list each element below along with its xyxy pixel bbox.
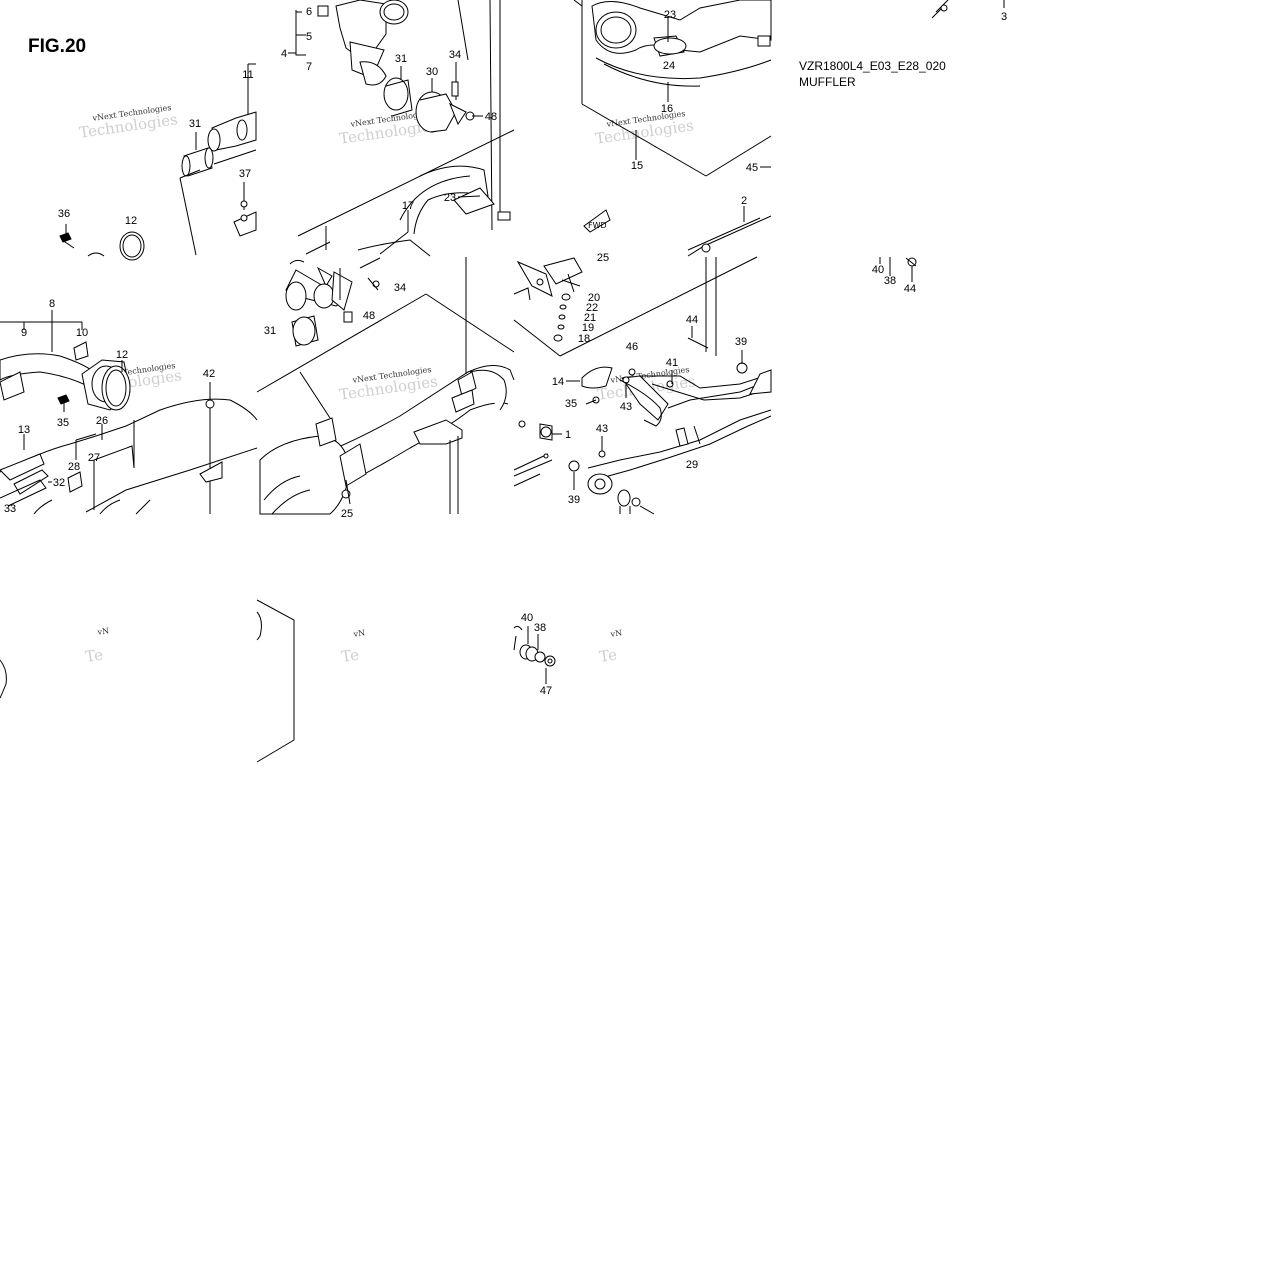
callout-label-12: 12 (116, 349, 128, 361)
callout-label-31: 31 (189, 118, 201, 130)
callout-label-33: 33 (4, 503, 16, 515)
tile-6-muffler-right (256, 257, 515, 515)
callout-label-42: 42 (203, 368, 215, 380)
callout-label-21: 21 (584, 312, 596, 324)
callout-label-22: 22 (586, 302, 598, 314)
tile-4-header-info (931, 0, 1005, 19)
tile-9-pipe-end (0, 659, 7, 699)
callout-label-6: 6 (306, 6, 312, 18)
tile-5-exhaust-pipe-left (0, 310, 258, 515)
callout-label-38: 38 (884, 275, 896, 287)
callout-label-37: 37 (239, 168, 251, 180)
tile-7-muffler-bracket (513, 256, 772, 515)
callout-label-31: 31 (264, 325, 276, 337)
callout-label-4: 4 (281, 48, 287, 60)
callout-label-46: 46 (626, 341, 638, 353)
callout-label-34: 34 (449, 49, 461, 61)
callout-label-36: 36 (58, 208, 70, 220)
callout-label-24: 24 (663, 60, 675, 72)
callout-label-10: 10 (76, 327, 88, 339)
callout-label-48: 48 (363, 310, 375, 322)
callout-label-28: 28 (68, 461, 80, 473)
callout-label-2: 2 (741, 195, 747, 207)
callout-label-20: 20 (588, 292, 600, 304)
section-name: MUFFLER (799, 75, 856, 89)
callout-label-27: 27 (88, 452, 100, 464)
tile-10-muffler-end (256, 599, 295, 763)
callout-label-32: 32 (53, 477, 65, 489)
callout-label-41: 41 (666, 357, 678, 369)
callout-label-44: 44 (686, 314, 698, 326)
tile-1-exhaust-pipe (59, 63, 257, 261)
callout-label-19: 19 (582, 322, 594, 334)
tile-8-hardware (879, 257, 917, 282)
callout-label-43: 43 (620, 401, 632, 413)
callout-label-43: 43 (596, 423, 608, 435)
callout-label-17: 17 (402, 200, 414, 212)
callout-label-38: 38 (534, 622, 546, 634)
callout-label-29: 29 (686, 459, 698, 471)
callout-label-26: 26 (96, 415, 108, 427)
tile-3-rear-pipe: FWD (573, 0, 772, 257)
callout-label-23: 23 (444, 192, 456, 204)
callout-label-15: 15 (631, 160, 643, 172)
callout-label-1: 1 (565, 429, 571, 441)
callout-label-14: 14 (552, 376, 564, 388)
callout-label-8: 8 (49, 298, 55, 310)
figure-title: FIG.20 (28, 36, 87, 57)
callout-label-34: 34 (394, 282, 406, 294)
callout-label-45: 45 (746, 162, 758, 174)
callout-label-47: 47 (540, 685, 552, 697)
tile-2-front-pipe (288, 0, 515, 257)
callout-label-39: 39 (568, 494, 580, 506)
callout-label-7: 7 (306, 61, 312, 73)
callout-label-39: 39 (735, 336, 747, 348)
callout-label-35: 35 (57, 417, 69, 429)
callout-label-48: 48 (485, 111, 497, 123)
callout-label-31: 31 (395, 53, 407, 65)
callout-label-25: 25 (341, 508, 353, 520)
tile-11-mount-hardware (513, 625, 556, 684)
svg-text:FWD: FWD (588, 221, 607, 230)
model-code: VZR1800L4_E03_E28_020 (799, 59, 946, 73)
callout-label-18: 18 (578, 333, 590, 345)
callout-label-44: 44 (904, 283, 916, 295)
callout-label-9: 9 (21, 327, 27, 339)
callout-label-40: 40 (521, 612, 533, 624)
callout-label-30: 30 (426, 66, 438, 78)
callout-label-25: 25 (597, 252, 609, 264)
callout-label-11: 11 (242, 69, 253, 81)
callout-label-5: 5 (306, 31, 312, 43)
callout-label-12: 12 (125, 215, 137, 227)
callout-label-13: 13 (18, 424, 30, 436)
callout-label-40: 40 (872, 264, 884, 276)
callout-label-3: 3 (1001, 11, 1007, 23)
callout-label-35: 35 (565, 398, 577, 410)
callout-label-23: 23 (664, 9, 676, 21)
callout-label-16: 16 (661, 103, 673, 115)
